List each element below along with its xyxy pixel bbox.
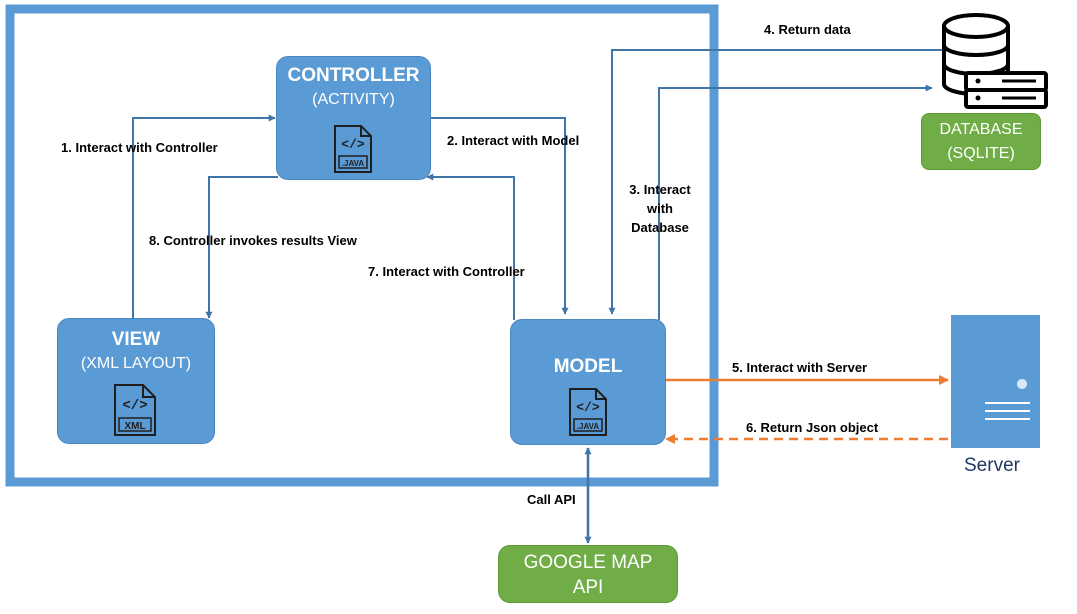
view-icon-ext: XML [124,421,145,432]
database-label-line2: (SQLITE) [947,145,1015,162]
svg-text:</>: </> [341,137,365,152]
server-icon [951,315,1040,448]
model-title: MODEL [553,356,623,377]
controller-title: CONTROLLER [287,65,420,86]
edge-8-controller-to-view [205,176,278,319]
view-title: VIEW [111,329,161,350]
svg-text:</>: </> [122,398,147,414]
edge-call-api-label: Call API [527,492,576,507]
edge-2-label: 2. Interact with Model [447,133,580,148]
svg-text:</>: </> [576,400,600,415]
java-file-icon: </> .JAVA [334,125,372,173]
edge-4-database-to-model [608,49,942,315]
controller-subtitle: (ACTIVITY) [312,91,395,108]
edge-3-model-to-database [658,84,933,320]
edge-2-controller-to-model [423,117,569,315]
google-map-api-node: GOOGLE MAP API [498,545,678,603]
controller-icon-ext: .JAVA [342,159,365,168]
edge-7-model-to-controller [426,173,515,320]
model-icon-ext: .JAVA [577,422,600,431]
xml-file-icon: </> XML [114,384,156,436]
edge-1-label: 1. Interact with Controller [61,140,218,155]
edge-3-label-line2: with [647,201,673,216]
database-label-line1: DATABASE [939,121,1023,138]
edge-3-label: 3. Interact with Database [620,180,700,237]
java-file-icon: </> .JAVA [569,388,607,436]
edge-6-label: 6. Return Json object [746,420,879,435]
view-subtitle: (XML LAYOUT) [80,355,192,372]
database-node: DATABASE (SQLITE) [921,113,1041,170]
google-label-line1: GOOGLE MAP [523,552,653,573]
server-label: Server [964,455,1020,476]
database-icon [942,13,1048,109]
edge-8-label: 8. Controller invokes results View [149,233,357,248]
edge-4-label: 4. Return data [764,22,851,37]
edge-1-view-to-controller [132,114,276,318]
edge-7-label: 7. Interact with Controller [368,264,525,279]
app-boundary-frame [5,4,719,487]
edge-3-label-line3: Database [631,220,689,235]
edge-3-label-line1: 3. Interact [629,182,691,197]
google-label-line2: API [572,577,604,598]
edge-5-label: 5. Interact with Server [732,360,868,375]
